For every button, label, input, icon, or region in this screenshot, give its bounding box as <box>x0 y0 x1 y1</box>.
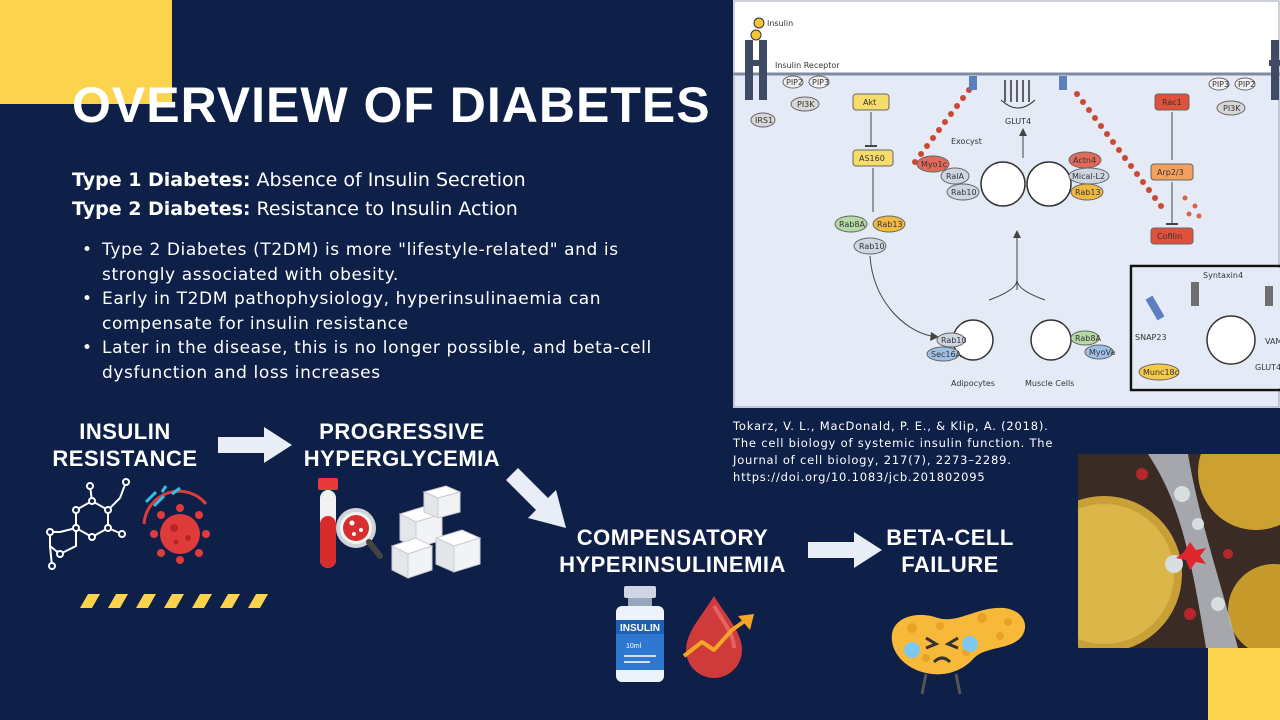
diagram-label-irs1: IRS1 <box>755 116 773 125</box>
type2-text: Resistance to Insulin Action <box>256 198 518 220</box>
diagram-label-myo1c: Myo1c <box>921 160 947 169</box>
blood-tube-icon <box>318 478 383 568</box>
bullet-item: Type 2 Diabetes (T2DM) is more "lifestyl… <box>78 238 678 287</box>
diagram-label-mical-l2: Mical-L2 <box>1072 172 1105 181</box>
diagram-label-snap23: SNAP23 <box>1135 333 1167 342</box>
diagram-label-rala: RalA <box>946 172 965 181</box>
diagram-label-arp23: Arp2/3 <box>1157 168 1184 177</box>
type1-label: Type 1 Diabetes: <box>72 169 251 191</box>
type2-line: Type 2 Diabetes: Resistance to Insulin A… <box>72 198 518 220</box>
diagram-label-pip2: PIP2 <box>786 78 803 87</box>
virus-icon <box>142 485 210 564</box>
type1-text: Absence of Insulin Secretion <box>256 169 526 191</box>
diagram-label-muscle-cells: Muscle Cells <box>1025 379 1074 388</box>
bullet-item: Later in the disease, this is no longer … <box>78 336 678 385</box>
citation-text: Tokarz, V. L., MacDonald, P. E., & Klip,… <box>733 419 1054 484</box>
diagram-label-as160: AS160 <box>859 154 885 163</box>
diagram-label-rab10: Rab10 <box>859 242 885 251</box>
diagram-label-pip3: PIP3 <box>812 78 829 87</box>
diagram-label-glut4-inset: GLUT4 <box>1255 363 1280 372</box>
flow-step-progressive-hyperglycemia: PROGRESSIVE HYPERGLYCEMIA <box>303 419 501 471</box>
flow-step-beta-cell-failure: BETA-CELL FAILURE <box>886 525 1014 577</box>
flow-step-compensatory-hyperinsulinemia: COMPENSATORY HYPERINSULINEMIA <box>559 525 786 577</box>
diagram-label-pip3-right: PIP3 <box>1212 80 1229 89</box>
flow-step-insulin-resistance: INSULIN RESISTANCE <box>52 419 198 471</box>
bullet-list: Type 2 Diabetes (T2DM) is more "lifestyl… <box>78 238 678 385</box>
diagram-label-adipocytes: Adipocytes <box>951 379 995 388</box>
diagram-label-insulin-receptor: Insulin Receptor <box>775 61 840 70</box>
diagram-label-sec16a: Sec16A <box>931 350 962 359</box>
diagram-label-pi3k: PI3K <box>797 100 815 109</box>
diagram-label-rab8a: Rab8A <box>839 220 865 229</box>
diagram-label-rab10-exo: Rab10 <box>951 188 977 197</box>
diagram-label-cofilin: Cofilin <box>1157 232 1182 241</box>
diagram-label-myova: MyoVa <box>1089 348 1115 357</box>
diagram-label-akt: Akt <box>863 98 876 107</box>
diagram-label-pi3k-right: PI3K <box>1223 104 1241 113</box>
diagram-label-pip2-right: PIP2 <box>1238 80 1255 89</box>
diagram-label-rab13-right: Rab13 <box>1075 188 1101 197</box>
page-title: OVERVIEW OF DIABETES <box>72 77 711 133</box>
molecule-icon <box>46 478 130 570</box>
blood-drop-chart-icon <box>682 596 754 678</box>
arrow-diagonal-icon <box>506 468 566 528</box>
diagram-label-glut4: GLUT4 <box>1005 117 1031 126</box>
bullet-item: Early in T2DM pathophysiology, hyperinsu… <box>78 287 678 336</box>
diagram-label-insulin: Insulin <box>767 19 793 28</box>
diagram-label-vam: VAM <box>1265 337 1280 346</box>
sugar-cubes-icon <box>390 485 482 579</box>
insulin-vial-volume: 10ml <box>626 643 642 650</box>
insulin-signaling-diagram: Insulin Insulin Receptor PIP2 PIP3 PI3K … <box>733 0 1280 408</box>
diagram-label-rac1: Rac1 <box>1162 98 1182 107</box>
arrow-right-icon <box>218 427 292 463</box>
diagram-label-exocyst: Exocyst <box>951 137 982 146</box>
diagram-label-munc18c: Munc18c <box>1143 368 1179 377</box>
diagram-label-actn4: Actn4 <box>1073 156 1096 165</box>
diagram-label-syntaxin4: Syntaxin4 <box>1203 271 1243 280</box>
arrow-right-icon <box>808 532 882 568</box>
diagram-label-rab8a-lower: Rab8A <box>1075 334 1101 343</box>
diagram-label-rab13: Rab13 <box>877 220 903 229</box>
pancreas-icon <box>891 607 1026 695</box>
cell-illustration-image <box>1078 454 1280 648</box>
insulin-vial-icon: INSULIN 10ml <box>616 586 664 682</box>
type1-line: Type 1 Diabetes: Absence of Insulin Secr… <box>72 169 526 191</box>
hazard-stripes <box>80 594 268 608</box>
insulin-vial-label: INSULIN <box>620 623 660 634</box>
diagram-label-rab10-lower: Rab10 <box>941 336 967 345</box>
type2-label: Type 2 Diabetes: <box>72 198 251 220</box>
yellow-corner-top-left <box>0 0 172 104</box>
